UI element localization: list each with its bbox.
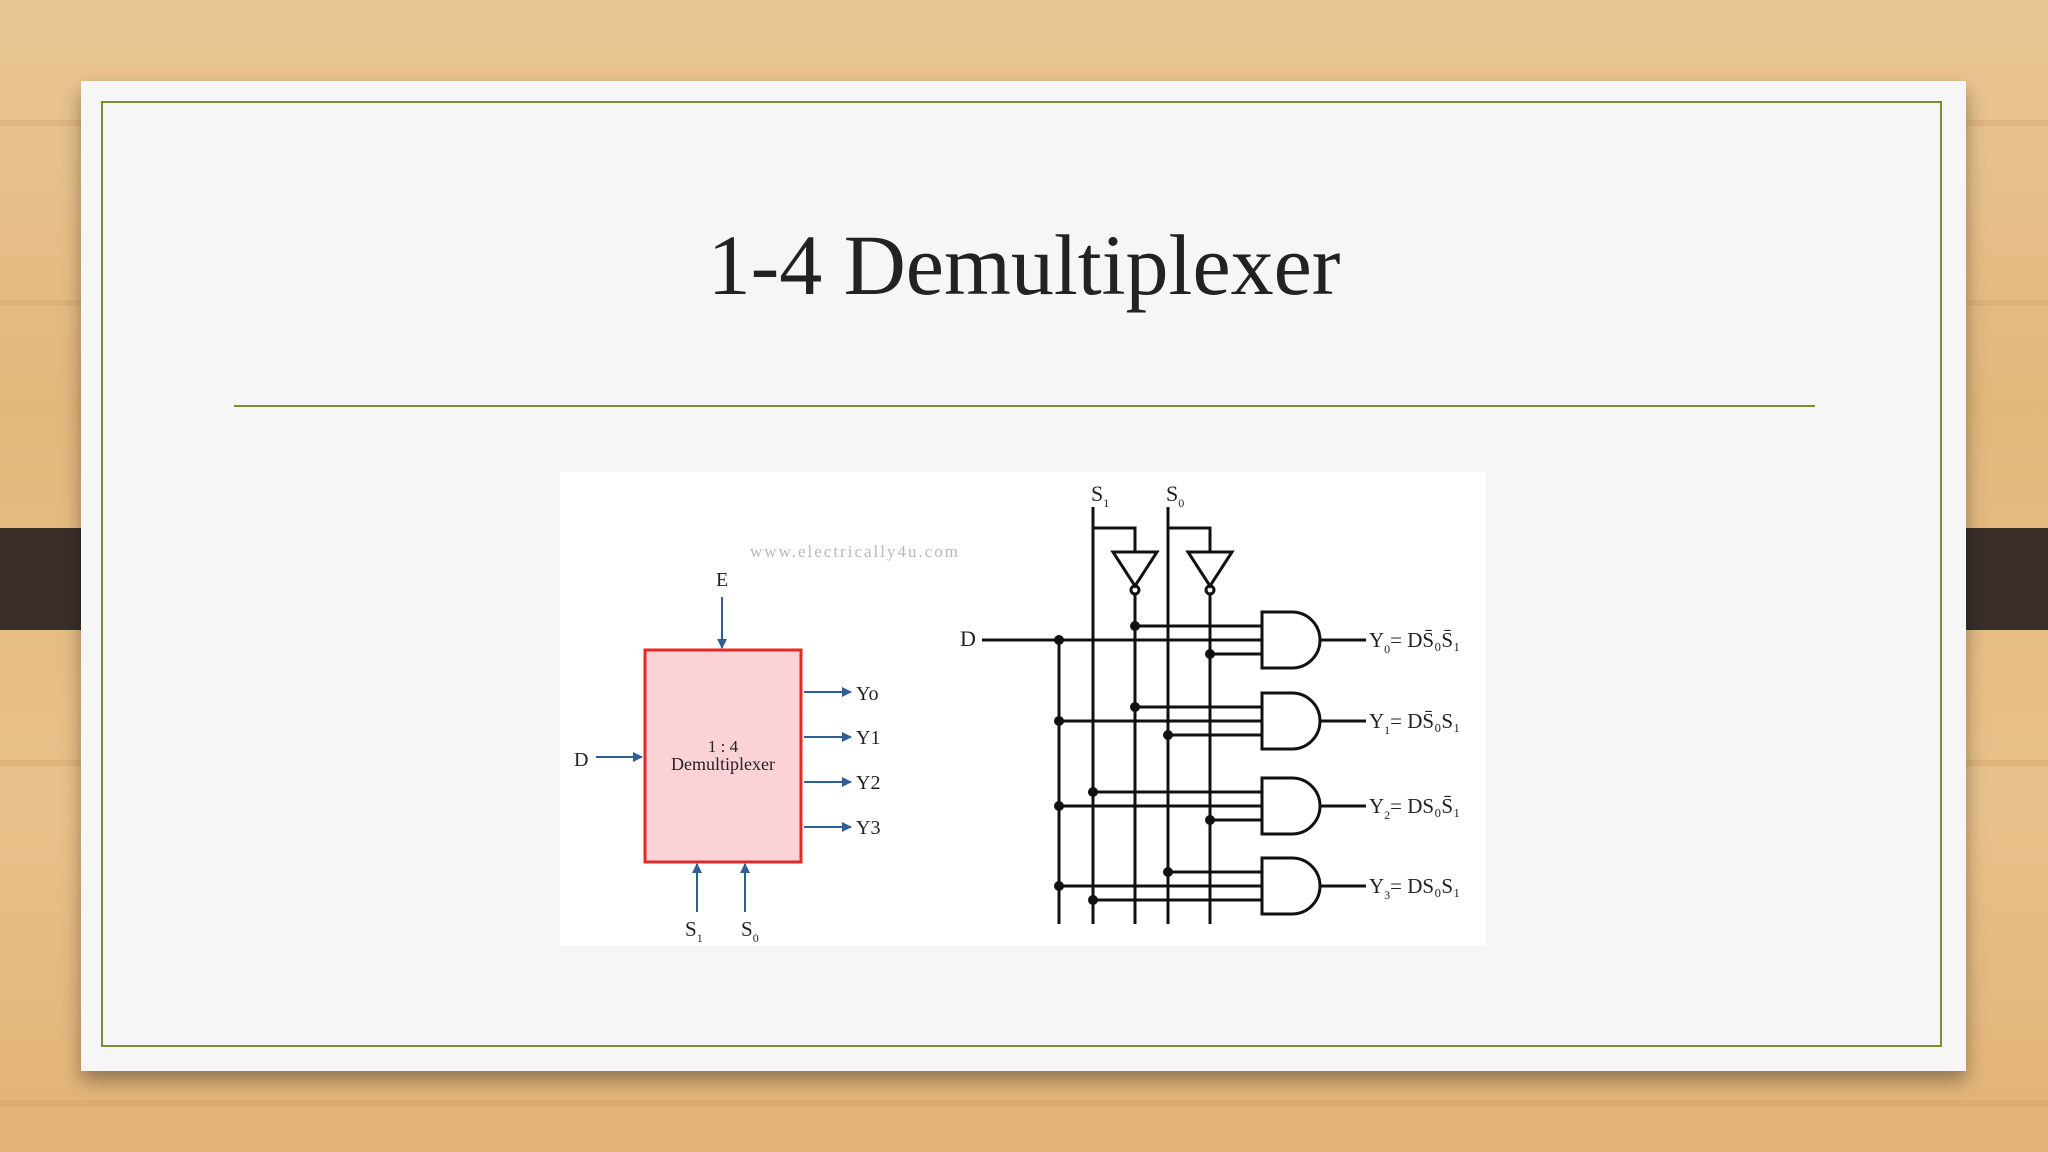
and-gate-1 xyxy=(1260,691,1322,751)
output-label-0: Yo xyxy=(856,683,878,705)
equation-y0: Y0= DS̄₀S̄₁ xyxy=(1369,628,1460,656)
junction-dots xyxy=(1054,621,1215,905)
circuit-s0-label: S0 xyxy=(1166,481,1184,510)
circuit-s1-label: S1 xyxy=(1091,481,1109,510)
s0-inverter-bubble xyxy=(1204,584,1216,596)
s1-inverter-feed xyxy=(1093,526,1137,552)
block-name: Demultiplexer xyxy=(671,754,775,774)
and-gate-3 xyxy=(1260,856,1322,916)
output-equations: Y0= DS̄₀S̄₁ Y1= DS̄₀S₁ Y2= DS₀S̄₁ Y3= DS… xyxy=(1369,628,1460,902)
block-s0-label: S0 xyxy=(741,917,759,945)
s1-inverter-bubble xyxy=(1129,584,1141,596)
s1-inverter xyxy=(1110,550,1160,589)
wood-grain xyxy=(0,1100,2048,1106)
s0-inverter-feed xyxy=(1168,526,1212,552)
s0-inverter xyxy=(1185,550,1235,589)
slide-title: 1-4 Demultiplexer xyxy=(707,217,1341,313)
block-input-label: D xyxy=(574,749,588,771)
block-diagram: www.electrically4u.com E 1 : 4 Demultipl… xyxy=(574,542,960,945)
equation-y2: Y2= DS₀S̄₁ xyxy=(1369,794,1460,822)
output-label-1: Y1 xyxy=(856,727,880,749)
watermark-text: www.electrically4u.com xyxy=(750,542,960,561)
demux-svg: www.electrically4u.com E 1 : 4 Demultipl… xyxy=(574,481,1460,945)
output-label-3: Y3 xyxy=(856,817,880,839)
logic-circuit: S1 S0 D xyxy=(960,481,1460,924)
demux-figure: www.electrically4u.com E 1 : 4 Demultipl… xyxy=(560,472,1486,946)
demux-block xyxy=(643,648,803,864)
title-underline xyxy=(234,405,1815,407)
and-gate-0 xyxy=(1260,610,1322,670)
output-label-2: Y2 xyxy=(856,772,880,794)
block-s1-label: S1 xyxy=(685,917,703,945)
circuit-d-label: D xyxy=(960,626,976,651)
equation-y3: Y3= DS₀S₁ xyxy=(1369,874,1460,902)
equation-y1: Y1= DS̄₀S₁ xyxy=(1369,709,1460,737)
block-ratio: 1 : 4 xyxy=(708,737,739,756)
slide-border xyxy=(101,101,1942,1047)
enable-label: E xyxy=(716,569,728,591)
and-gate-2 xyxy=(1260,776,1322,836)
